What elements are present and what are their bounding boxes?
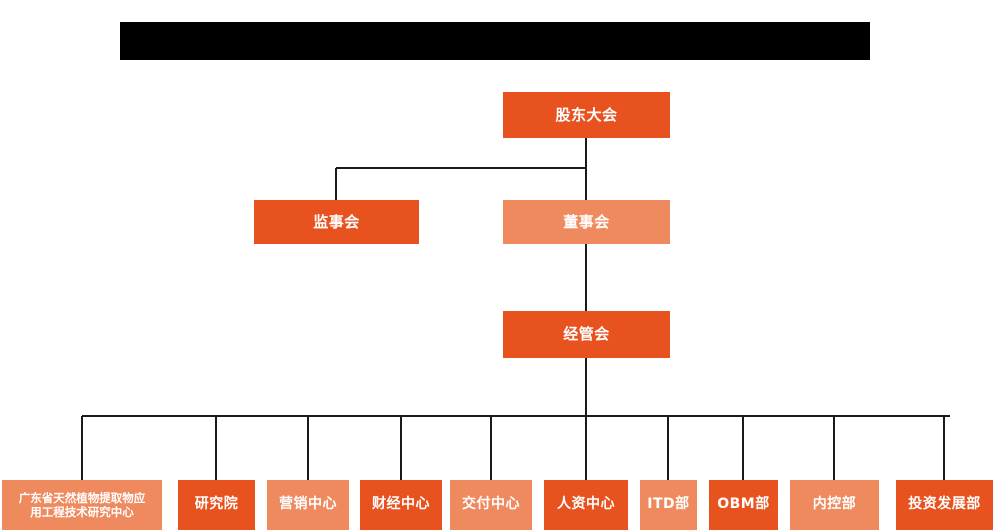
node-label: 股东大会 — [555, 105, 618, 124]
node-label: 内控部 — [812, 496, 857, 513]
node-investment-development-department[interactable]: 投资发展部 — [896, 480, 993, 530]
node-label-line2: 用工程技术研究中心 — [30, 505, 134, 519]
node-shareholders-meeting[interactable]: 股东大会 — [503, 92, 670, 138]
node-label: 交付中心 — [462, 496, 520, 513]
node-delivery-center[interactable]: 交付中心 — [450, 480, 532, 530]
node-label: 广东省天然植物提取物应 用工程技术研究中心 — [19, 491, 146, 520]
node-itd-department[interactable]: ITD部 — [640, 480, 697, 530]
node-label: 投资发展部 — [908, 496, 981, 513]
node-board-of-directors[interactable]: 董事会 — [503, 200, 670, 244]
node-label: 经管会 — [563, 325, 610, 344]
node-label-line1: 广东省天然植物提取物应 — [18, 490, 146, 505]
node-label: 研究院 — [194, 496, 239, 513]
node-internal-control-department[interactable]: 内控部 — [790, 480, 879, 530]
node-research-institute[interactable]: 研究院 — [178, 480, 255, 530]
node-finance-center[interactable]: 财经中心 — [360, 480, 442, 530]
node-board-of-supervisors[interactable]: 监事会 — [254, 200, 419, 244]
node-label: 人资中心 — [557, 496, 615, 513]
node-label: OBM部 — [717, 496, 770, 513]
node-marketing-center[interactable]: 营销中心 — [267, 480, 349, 530]
node-label: 营销中心 — [279, 496, 337, 513]
node-guangdong-research-center[interactable]: 广东省天然植物提取物应 用工程技术研究中心 — [2, 480, 162, 530]
node-label: 监事会 — [313, 212, 360, 231]
node-label: 董事会 — [563, 212, 610, 231]
node-management-committee[interactable]: 经管会 — [503, 311, 670, 358]
title-banner — [120, 22, 870, 60]
node-label: ITD部 — [647, 496, 690, 513]
node-hr-center[interactable]: 人资中心 — [544, 480, 628, 530]
node-obm-department[interactable]: OBM部 — [709, 480, 778, 530]
node-label: 财经中心 — [372, 496, 430, 513]
